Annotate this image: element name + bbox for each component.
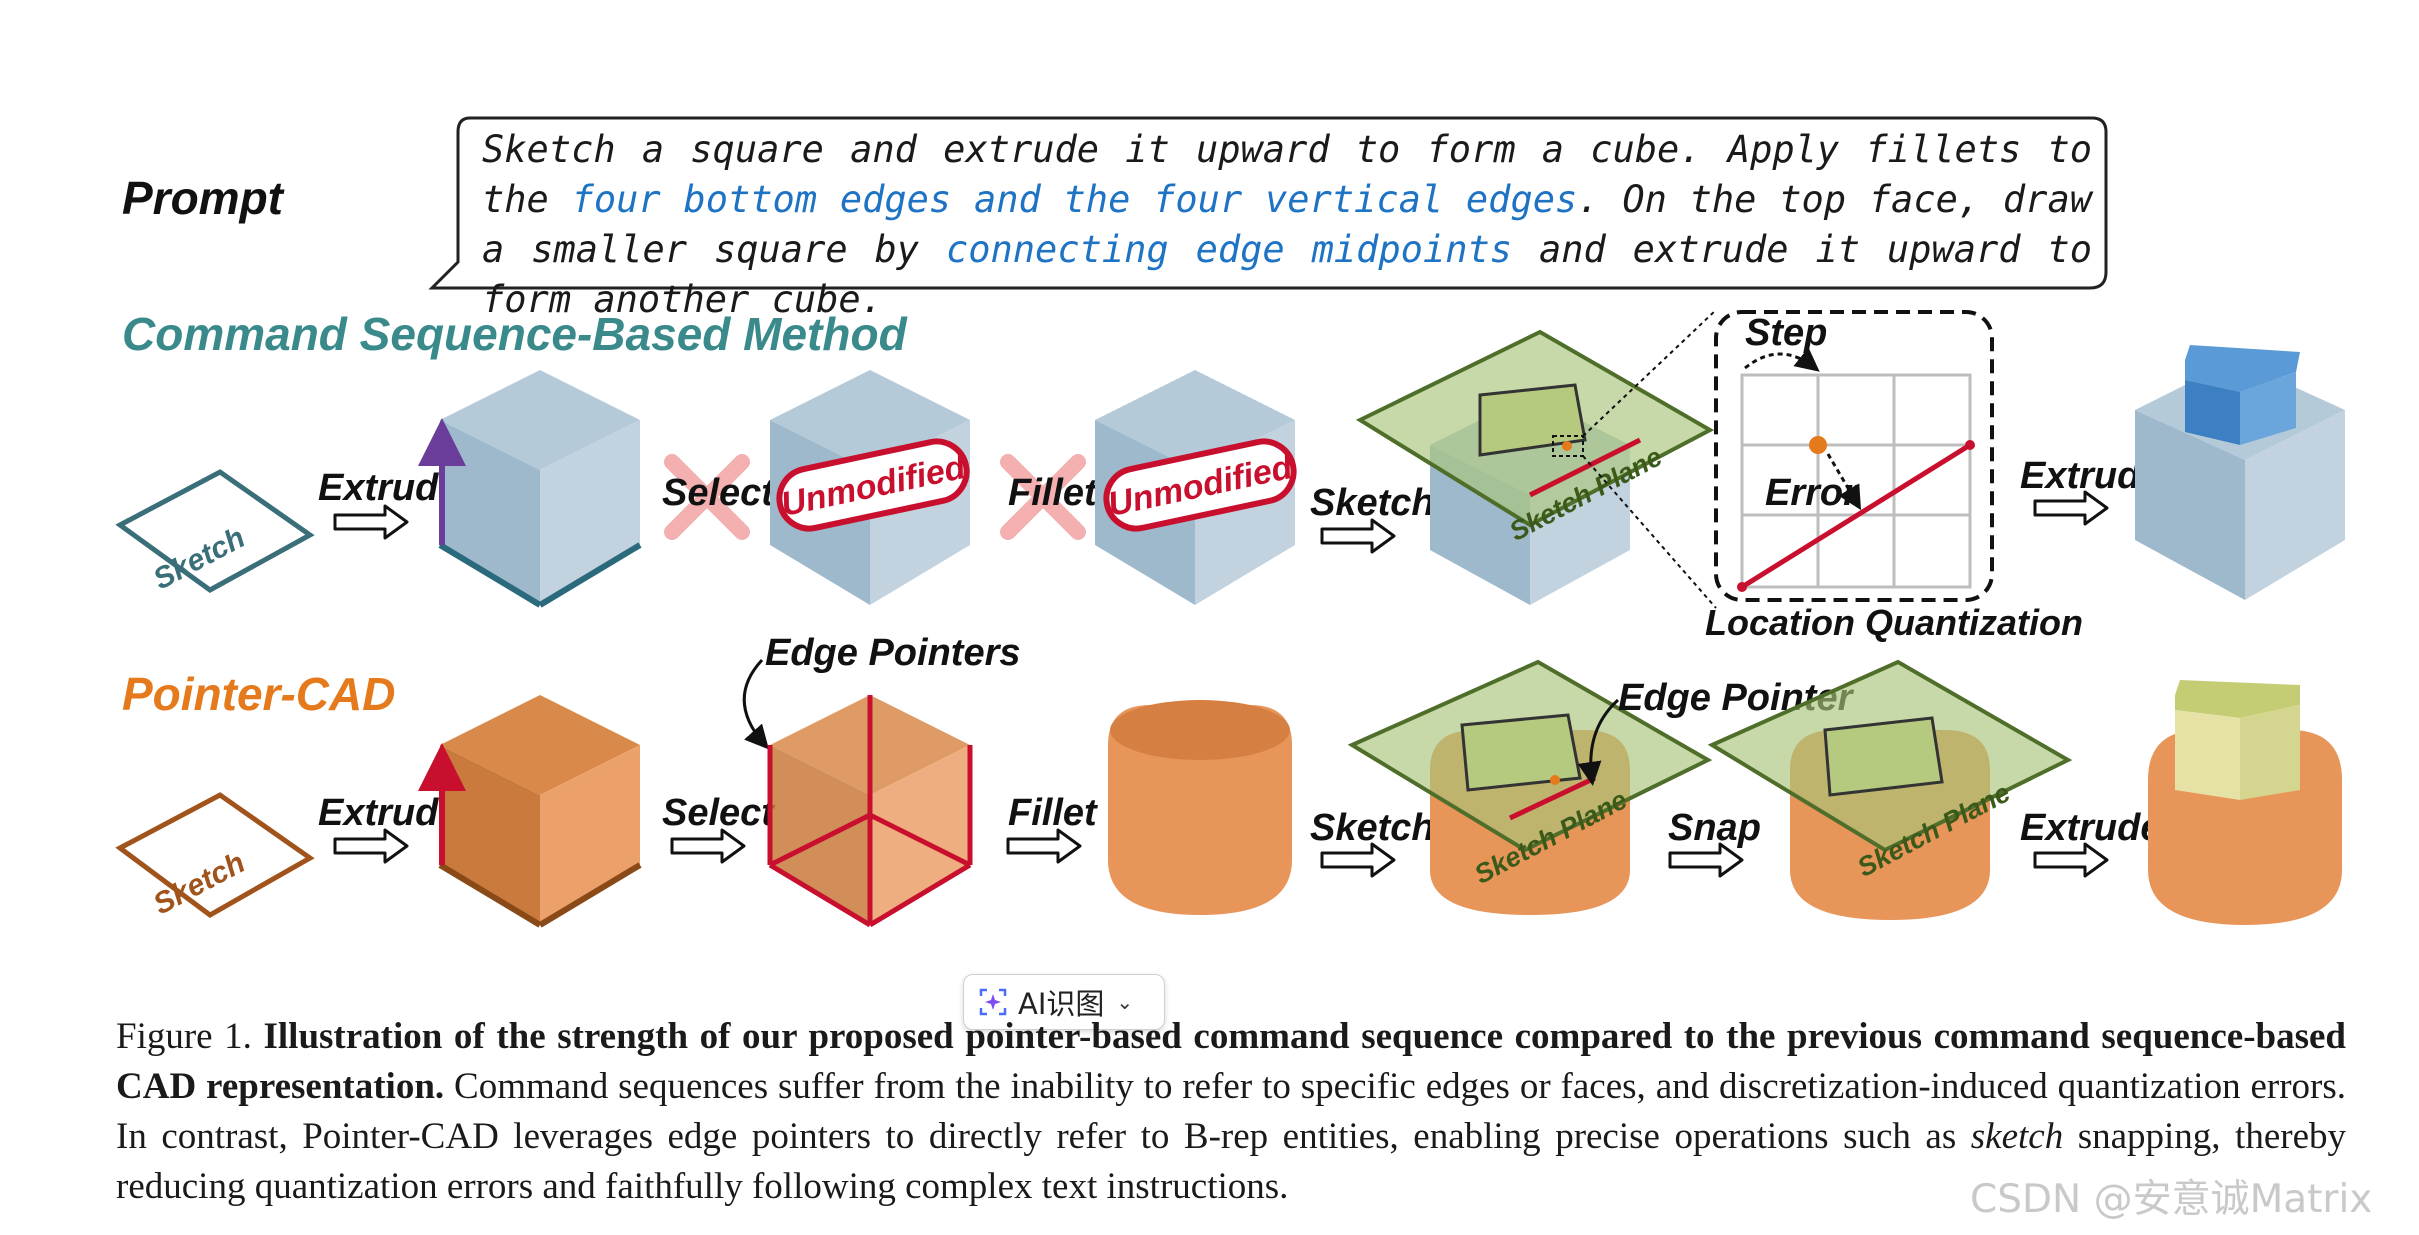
caption-part-2: snapping, thereby reducing quantization … — [116, 1116, 2347, 1207]
ai-recognize-button[interactable]: AI识图 ⌄ — [963, 974, 1165, 1030]
command-method-title: Command Sequence-Based Method — [122, 308, 908, 360]
pointer-fillet-label: Fillet — [1008, 792, 1098, 834]
prompt-seg-3: and extrude it upward to form another cu… — [482, 228, 2092, 321]
zoom-line-bottom — [1582, 455, 1717, 609]
caption-part-1: Command sequences suffer from the inabil… — [116, 1066, 2346, 1157]
pointer-cad-title: Pointer-CAD — [122, 668, 395, 720]
prompt-seg-2: . On the top face, draw a smaller square… — [482, 178, 2092, 271]
command-fillet-x-icon — [1000, 454, 1086, 540]
ai-button-label: AI识图 — [1018, 987, 1105, 1021]
pointer-cube-select — [767, 695, 973, 928]
prompt-seg-1: Sketch a square and extrude it upward to… — [482, 128, 2092, 221]
edge-pointer-arrow — [1577, 698, 1620, 786]
prompt-highlight-2: connecting edge midpoints — [945, 228, 1513, 271]
location-quantization-label: Location Quantization — [1705, 602, 2083, 643]
command-extrude-label: Extrude — [318, 467, 459, 509]
prompt-speech-bubble — [428, 116, 2108, 290]
snap-label: Snap — [1668, 807, 1761, 849]
pointer-extrude-label-2: Extrude — [2020, 807, 2161, 849]
caption-bold: Illustration of the strength of our prop… — [116, 1016, 2347, 1107]
command-sketch-arrow — [1320, 518, 1396, 554]
pointer-select-label: Select — [662, 792, 775, 834]
command-extrude-arrow — [333, 504, 409, 540]
command-select-x-icon — [664, 454, 750, 540]
pointer-extrude-arrow — [333, 828, 409, 864]
edge-pointers-arrow — [742, 658, 769, 750]
error-label: Error — [1765, 472, 1860, 514]
pointer-select-arrow — [670, 828, 746, 864]
pointer-extrude-label: Extrude — [318, 792, 459, 834]
step-label: Step — [1745, 312, 1827, 354]
caption-italic: sketch — [1970, 1116, 2064, 1157]
command-select-label: Select — [662, 472, 775, 514]
sparkle-scan-icon — [979, 988, 1007, 1016]
command-sketch-square: Sketch — [115, 469, 315, 596]
pointer-final-cube — [2148, 680, 2342, 925]
prompt-label: Prompt — [122, 172, 285, 224]
csdn-watermark: CSDN @安意诚Matrix — [1970, 1177, 2373, 1222]
zoom-line-top — [1582, 309, 1717, 437]
prompt-highlight-1: four bottom edges and the four vertical … — [571, 178, 1578, 221]
command-fillet-label: Fillet — [1008, 472, 1098, 514]
quantization-inset: Step Error — [1714, 310, 1994, 602]
chevron-down-icon: ⌄ — [1116, 990, 1134, 1014]
edge-pointers-label: Edge Pointers — [765, 632, 1021, 674]
command-final-cube — [2135, 345, 2345, 600]
figure-caption: Figure 1. Illustration of the strength o… — [116, 1012, 2346, 1212]
pointer-sketch-plane: Sketch Plane — [1347, 659, 1713, 890]
command-sketch-arrow-label: Sketch — [1310, 482, 1435, 524]
prompt-text: Sketch a square and extrude it upward to… — [482, 125, 2092, 325]
pointer-cube-fillet — [1108, 700, 1292, 915]
pointer-sketch-plane-2: Sketch Plane — [1707, 659, 2073, 883]
pointer-cube-extruded — [418, 695, 642, 928]
command-cube-extruded — [418, 370, 642, 608]
pointer-fillet-arrow — [1006, 828, 1082, 864]
pointer-sketch-square: Sketch — [115, 792, 315, 921]
pointer-sketch-arrow-label: Sketch — [1310, 807, 1435, 849]
caption-lead: Figure 1. — [116, 1016, 252, 1057]
